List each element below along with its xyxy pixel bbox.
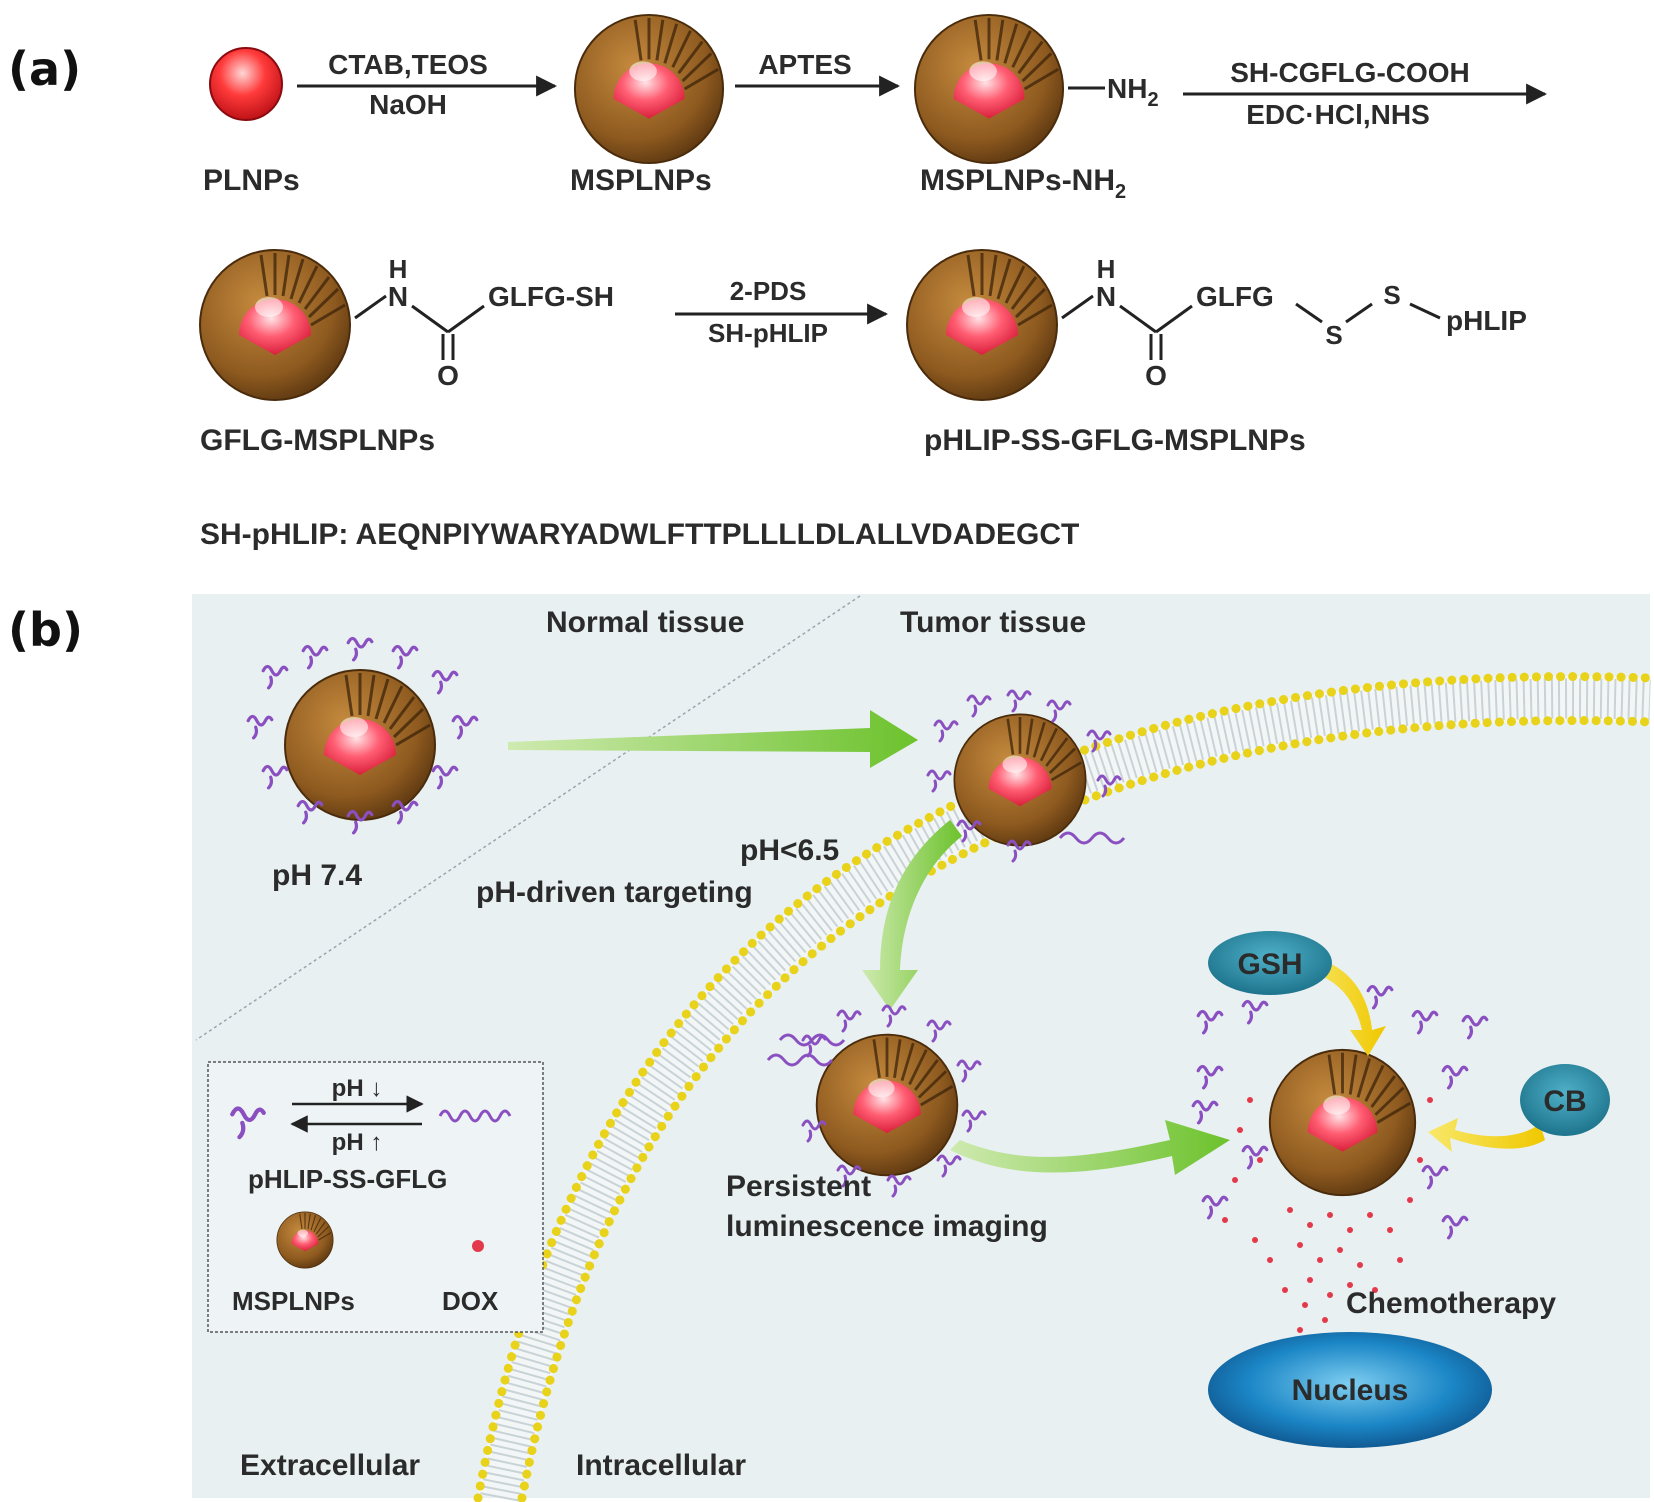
legend-msplnps-label: MSPLNPs xyxy=(232,1286,355,1316)
plnp-particle xyxy=(209,47,283,121)
gflg-msplnps-particle xyxy=(198,248,352,402)
transport-arrow xyxy=(508,710,918,768)
step1-reagent-top: CTAB,TEOS xyxy=(328,49,488,80)
normal-tissue-label: Normal tissue xyxy=(546,606,744,639)
legend-dox-label: DOX xyxy=(442,1286,499,1316)
amide-structure-1 xyxy=(354,294,485,360)
sulfur-1: S xyxy=(1325,320,1342,350)
step1-reagent-bottom: NaOH xyxy=(369,89,447,120)
msplnps-nh2-particle xyxy=(913,13,1065,165)
phlip-label: pHLIP xyxy=(1446,305,1527,336)
step4-reagent-bottom: SH-pHLIP xyxy=(708,318,828,348)
panel-b-label: (b) xyxy=(8,603,83,657)
gsh-bubble xyxy=(1208,931,1332,995)
nucleus xyxy=(1208,1332,1492,1448)
final-conjugate-label: pHLIP-SS-GFLG-MSPLNPs xyxy=(924,424,1306,457)
amide-o-1: O xyxy=(437,360,459,391)
intracellular-label: Intracellular xyxy=(576,1449,746,1482)
membrane-particle xyxy=(766,1004,987,1198)
legend: pH ↓ pH ↑ pHLIP-SS-GFLG MSPLNPs DOX xyxy=(207,1061,544,1333)
amine-group: NH2 xyxy=(1107,73,1159,111)
persistent-label-1: Persistent xyxy=(726,1170,871,1203)
release-site xyxy=(1191,984,1489,1333)
gsh-label: GSH xyxy=(1237,948,1302,981)
release-arrow xyxy=(950,1120,1230,1175)
cell-membrane xyxy=(473,672,1654,1502)
gflg-sh-label: GLFG-SH xyxy=(488,281,614,312)
step4-reagent-top: 2-PDS xyxy=(730,276,807,306)
amide-h-1: H xyxy=(389,254,408,284)
legend-ph-up: pH ↑ xyxy=(332,1129,383,1156)
msplnps-particle xyxy=(573,13,725,165)
panel-b: (b) Normal tissue Tumor tissue xyxy=(8,594,1654,1502)
legend-msplnp-icon xyxy=(276,1211,334,1269)
panel-a: (a) PLNPs CTAB,TEOS NaOH MSPLNPs APTES N… xyxy=(8,13,1548,551)
sulfur-2: S xyxy=(1383,280,1400,310)
msplnps-label: MSPLNPs xyxy=(570,164,712,197)
nucleus-label: Nucleus xyxy=(1292,1374,1409,1407)
persistent-label-2: luminescence imaging xyxy=(726,1210,1048,1243)
dox-dots xyxy=(1222,1097,1443,1333)
step3-reagent-bottom: EDC·HCl,NHS xyxy=(1246,99,1430,130)
final-conjugate-particle xyxy=(905,248,1059,402)
plnps-label: PLNPs xyxy=(203,164,300,197)
cb-label: CB xyxy=(1543,1085,1586,1118)
ph-tumor-label: pH<6.5 xyxy=(740,834,839,867)
amide-h-2: H xyxy=(1097,254,1116,284)
gflg-label: GLFG xyxy=(1196,281,1274,312)
tissue-divider xyxy=(195,595,861,1041)
panel-a-label: (a) xyxy=(8,42,81,96)
extracellular-label: Extracellular xyxy=(240,1449,420,1482)
amide-n-2: N xyxy=(1096,281,1116,312)
amide-o-2: O xyxy=(1145,360,1167,391)
legend-conjugate-label: pHLIP-SS-GFLG xyxy=(248,1164,447,1194)
amide-n-1: N xyxy=(388,281,408,312)
tumor-tissue-label: Tumor tissue xyxy=(900,606,1086,639)
legend-dox-icon xyxy=(472,1240,484,1252)
step3-reagent-top: SH-CGFLG-COOH xyxy=(1230,57,1470,88)
legend-ph-down: pH ↓ xyxy=(332,1075,383,1102)
msplnps-nh2-label: MSPLNPs-NH2 xyxy=(920,164,1126,203)
phlip-sequence: SH-pHLIP: AEQNPIYWARYADWLFTTPLLLLDLALLVD… xyxy=(200,518,1079,551)
targeting-label: pH-driven targeting xyxy=(476,876,753,909)
ph-normal-label: pH 7.4 xyxy=(272,859,362,892)
internalization-arrow xyxy=(862,820,962,1010)
cb-arrow xyxy=(1428,1118,1545,1152)
chemotherapy-label: Chemotherapy xyxy=(1346,1287,1556,1320)
amide-structure-2 xyxy=(1061,294,1441,360)
inserted-phlip xyxy=(1058,831,1126,845)
gflg-msplnps-label: GFLG-MSPLNPs xyxy=(200,424,435,457)
cb-bubble xyxy=(1520,1064,1610,1136)
step2-reagent: APTES xyxy=(758,49,851,80)
legend-helix-icon xyxy=(438,1109,512,1123)
gsh-arrow xyxy=(1300,955,1386,1056)
